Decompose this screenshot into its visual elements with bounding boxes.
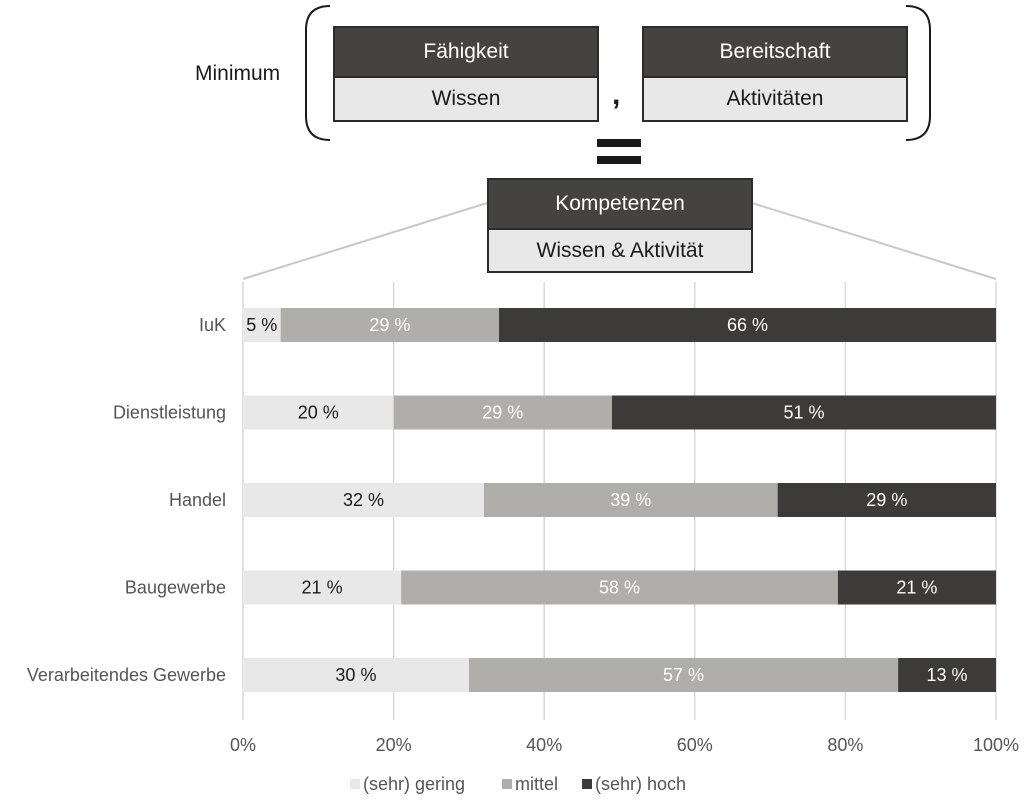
bar-segment [243, 658, 469, 692]
bar-segment [243, 395, 394, 430]
equals-bar-bottom [597, 156, 641, 164]
bar-segment [898, 658, 996, 692]
bar-segment [611, 395, 996, 430]
zoom-line-right [751, 202, 997, 280]
data-label: 21 % [302, 578, 343, 598]
bar-segment [393, 395, 612, 430]
zoom-line-left [242, 202, 488, 280]
legend-swatch [582, 779, 592, 789]
right-bracket [905, 5, 931, 141]
bar-segment [499, 308, 996, 342]
legend-swatch [350, 779, 360, 789]
data-label: 58 % [599, 578, 640, 598]
x-tick-label: 60% [677, 735, 713, 755]
x-tick-label: 0% [230, 735, 256, 755]
data-label: 21 % [896, 578, 937, 598]
bar-segment [243, 483, 484, 517]
data-label: 51 % [783, 403, 824, 423]
data-label: 20 % [298, 403, 339, 423]
category-label: IuK [199, 315, 226, 335]
category-label: Handel [169, 490, 226, 510]
box-kompetenzen-title: Kompetenzen [489, 180, 751, 228]
legend-swatch [502, 779, 512, 789]
x-tick-label: 100% [973, 735, 1019, 755]
bar-segment [401, 570, 838, 605]
bar-segment [243, 308, 281, 342]
bar-segment [777, 483, 996, 517]
bar-segment [837, 570, 996, 605]
category-label: Dienstleistung [113, 403, 226, 423]
data-label: 39 % [610, 490, 651, 510]
legend-label: (sehr) hoch [595, 774, 686, 794]
data-label: 29 % [866, 490, 907, 510]
x-tick-label: 20% [376, 735, 412, 755]
bar-segment [468, 658, 899, 692]
minimum-label: Minimum [195, 62, 281, 85]
left-bracket [305, 5, 331, 141]
bar-segment [280, 308, 500, 342]
x-tick-label: 80% [827, 735, 863, 755]
box-faehigkeit-subtitle: Wissen [335, 76, 597, 120]
legend-label: mittel [515, 774, 558, 794]
box-faehigkeit: Fähigkeit Wissen [333, 26, 599, 122]
data-label: 30 % [335, 665, 376, 685]
box-bereitschaft: Bereitschaft Aktivitäten [642, 26, 908, 122]
data-label: 29 % [482, 403, 523, 423]
data-label: 57 % [663, 665, 704, 685]
bar-segment [483, 483, 778, 517]
bar-segment [243, 570, 402, 605]
data-label: 32 % [343, 490, 384, 510]
box-kompetenzen: Kompetenzen Wissen & Aktivität [487, 178, 753, 273]
box-bereitschaft-title: Bereitschaft [644, 28, 906, 76]
data-label: 13 % [927, 665, 968, 685]
legend-label: (sehr) gering [363, 774, 465, 794]
data-label: 66 % [727, 315, 768, 335]
comma-separator: , [612, 78, 621, 111]
box-bereitschaft-subtitle: Aktivitäten [644, 76, 906, 120]
box-faehigkeit-title: Fähigkeit [335, 28, 597, 76]
x-tick-label: 40% [526, 735, 562, 755]
box-kompetenzen-subtitle: Wissen & Aktivität [489, 228, 751, 271]
data-label: 5 % [246, 315, 277, 335]
category-label: Verarbeitendes Gewerbe [27, 665, 226, 685]
equals-bar-top [597, 139, 641, 147]
category-label: Baugewerbe [125, 578, 226, 598]
data-label: 29 % [369, 315, 410, 335]
